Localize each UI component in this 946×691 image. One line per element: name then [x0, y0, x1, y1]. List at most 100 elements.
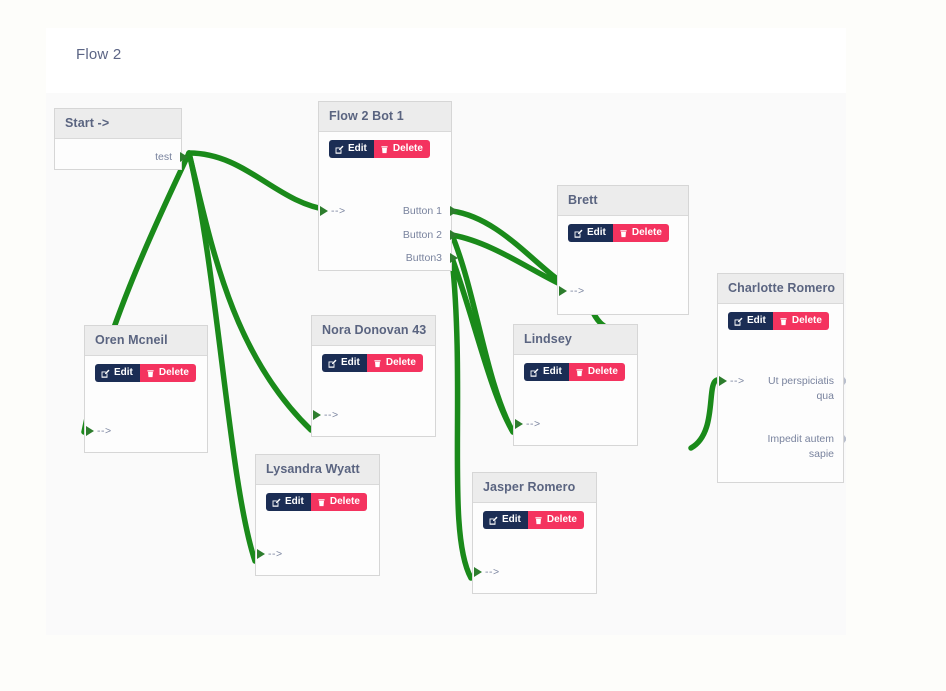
delete-button[interactable]: Delete [568, 363, 625, 381]
node-lindsey[interactable]: Lindsey Edit Delete --> [513, 324, 638, 446]
node-brett[interactable]: Brett Edit Delete --> [557, 185, 689, 315]
node-actions: Edit Delete [85, 356, 207, 382]
node-ports: --> [256, 485, 379, 574]
edit-button[interactable]: Edit [568, 224, 613, 242]
edit-button[interactable]: Edit [483, 511, 528, 529]
input-port-label: --> [526, 418, 541, 430]
input-port[interactable]: --> [86, 425, 112, 437]
trash-icon [380, 145, 389, 154]
node-lysandra-wyatt[interactable]: Lysandra Wyatt Edit Delete --> [255, 454, 380, 576]
node-ports: --> Button 1 Button 2 Button3 [319, 132, 458, 269]
delete-button-label: Delete [631, 227, 662, 238]
node-actions: Edit Delete [473, 503, 596, 529]
node-ports: --> Ut perspiciatis qua Impedit autem sa… [718, 304, 846, 481]
edge-button3-to-lindsey [449, 255, 516, 435]
delete-button-label: Delete [546, 514, 577, 525]
node-actions: Edit Delete [718, 304, 843, 330]
node-ports: --> [312, 346, 435, 435]
input-port-label: --> [730, 375, 745, 387]
input-port[interactable]: --> [320, 205, 346, 217]
edit-button-label: Edit [747, 315, 766, 326]
trash-icon [317, 498, 326, 507]
node-start[interactable]: Start -> test [54, 108, 188, 170]
node-title: Charlotte Romero [718, 274, 843, 304]
delete-button-label: Delete [385, 357, 416, 368]
delete-button[interactable]: Delete [366, 354, 423, 372]
node-title: Jasper Romero [473, 473, 596, 503]
input-port-label: --> [331, 205, 346, 217]
output-port-label: Button3 [405, 252, 442, 264]
node-ports: --> [473, 503, 596, 592]
node-ports: --> [514, 355, 637, 444]
node-title: Lysandra Wyatt [256, 455, 379, 485]
input-port[interactable]: --> [719, 375, 745, 387]
edit-button[interactable]: Edit [524, 363, 569, 381]
input-port-label: --> [97, 425, 112, 437]
node-body: Edit Delete --> [256, 485, 379, 574]
input-port[interactable]: --> [474, 566, 500, 578]
pencil-square-icon [574, 229, 583, 238]
node-flow-2-bot-1[interactable]: Flow 2 Bot 1 Edit Delete --> [318, 101, 458, 271]
port-arrow-icon [719, 376, 727, 386]
edge-lindsey-to-charlotte [688, 377, 720, 451]
edit-button[interactable]: Edit [728, 312, 773, 330]
output-port-label: Ut perspiciatis qua [768, 375, 834, 402]
node-title: Start -> [55, 109, 181, 139]
output-port-button-2[interactable]: Button 2 [403, 228, 458, 243]
output-port-test[interactable]: test [155, 150, 188, 165]
delete-button[interactable]: Delete [772, 312, 829, 330]
output-port-impedit-autem-sapie[interactable]: Impedit autem sapie [756, 432, 846, 462]
edit-button-label: Edit [587, 227, 606, 238]
input-port[interactable]: --> [559, 285, 585, 297]
output-port-label: Button 1 [402, 205, 442, 217]
output-port-ut-perspiciatis-qua[interactable]: Ut perspiciatis qua [756, 374, 846, 404]
input-port[interactable]: --> [515, 418, 541, 430]
node-nora-donovan-43[interactable]: Nora Donovan 43 Edit Delete --> [311, 315, 436, 437]
node-title: Nora Donovan 43 [312, 316, 435, 346]
port-arrow-icon [515, 419, 523, 429]
node-body: test [55, 139, 188, 168]
edit-button[interactable]: Edit [266, 493, 311, 511]
edge-button2-to-lindsey [449, 232, 516, 435]
port-arrow-icon [474, 567, 482, 577]
delete-button[interactable]: Delete [373, 140, 430, 158]
trash-icon [373, 359, 382, 368]
pencil-square-icon [101, 369, 110, 378]
delete-button[interactable]: Delete [139, 364, 196, 382]
node-ports: --> [558, 216, 688, 313]
delete-button[interactable]: Delete [527, 511, 584, 529]
edit-button[interactable]: Edit [95, 364, 140, 382]
pencil-square-icon [335, 145, 344, 154]
port-arrow-icon [844, 435, 846, 443]
port-arrow-icon [257, 549, 265, 559]
port-arrow-icon [559, 286, 567, 296]
input-port[interactable]: --> [257, 548, 283, 560]
port-arrow-icon [450, 253, 458, 263]
pencil-square-icon [328, 359, 337, 368]
trash-icon [146, 369, 155, 378]
output-port-button-3[interactable]: Button3 [405, 251, 458, 266]
edit-button-label: Edit [502, 514, 521, 525]
node-title: Oren Mcneil [85, 326, 207, 356]
flow-canvas[interactable]: Start -> test Flow 2 Bot 1 Edit [46, 93, 846, 635]
delete-button[interactable]: Delete [310, 493, 367, 511]
node-body: Edit Delete --> Ut perspiciatis qua [718, 304, 846, 481]
node-jasper-romero[interactable]: Jasper Romero Edit Delete --> [472, 472, 597, 594]
edit-button[interactable]: Edit [329, 140, 374, 158]
input-port-label: --> [268, 548, 283, 560]
delete-button-label: Delete [587, 366, 618, 377]
input-port[interactable]: --> [313, 409, 339, 421]
delete-button-label: Delete [329, 496, 360, 507]
node-charlotte-romero[interactable]: Charlotte Romero Edit Delete --> [717, 273, 846, 483]
edit-button[interactable]: Edit [322, 354, 367, 372]
node-title: Lindsey [514, 325, 637, 355]
edge-start-to-bot1 [186, 150, 332, 213]
flow-header-card: Flow 2 [46, 28, 846, 93]
output-port-button-1[interactable]: Button 1 [402, 204, 458, 219]
delete-button[interactable]: Delete [612, 224, 669, 242]
node-oren-mcneil[interactable]: Oren Mcneil Edit Delete --> [84, 325, 208, 453]
node-body: Edit Delete --> [85, 356, 207, 451]
pencil-square-icon [734, 317, 743, 326]
edge-button1-to-brett [449, 208, 576, 293]
